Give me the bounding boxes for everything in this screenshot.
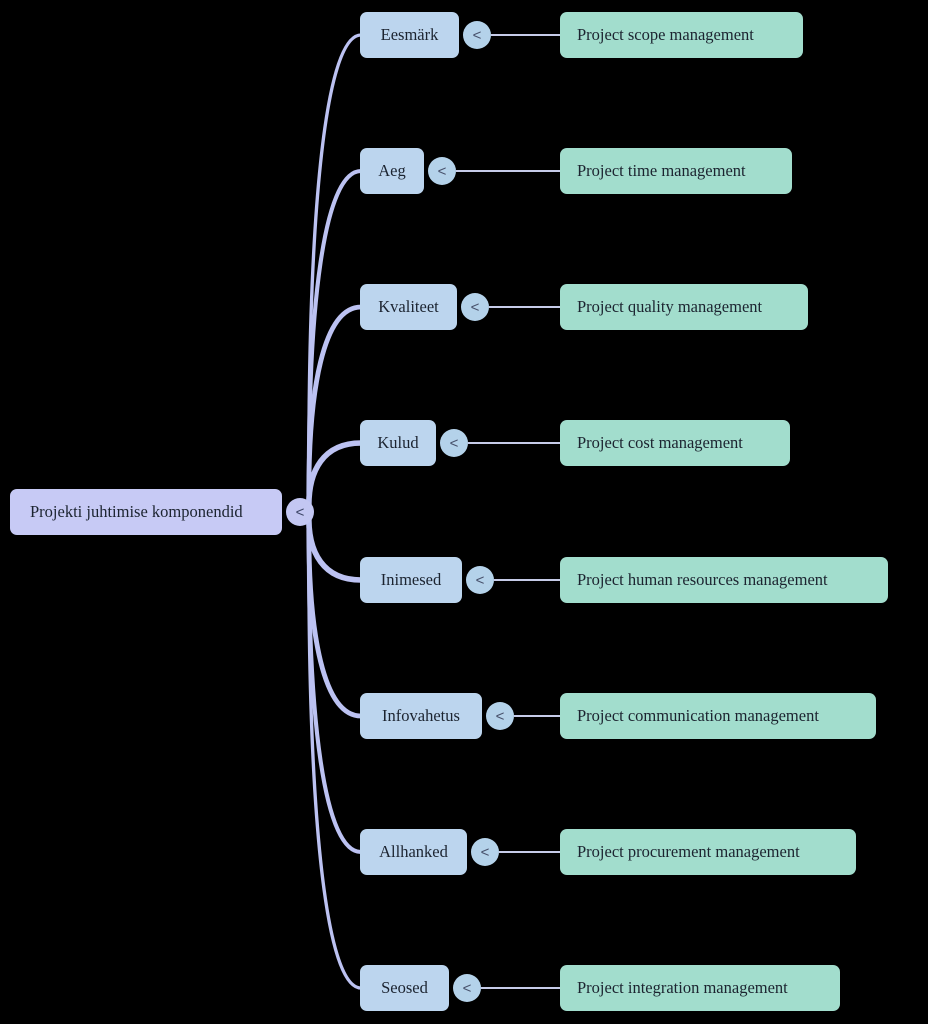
leaf-node[interactable]: Project human resources management bbox=[560, 557, 888, 603]
root-branch-edge bbox=[307, 510, 363, 990]
leaf-node[interactable]: Project time management bbox=[560, 148, 792, 194]
chevron-left-icon: < bbox=[295, 503, 305, 521]
branch-expand-marker[interactable]: < bbox=[471, 838, 499, 866]
root-branch-edge bbox=[306, 509, 364, 583]
leaf-node-label: Project time management bbox=[577, 160, 746, 180]
branch-node[interactable]: Inimesed bbox=[360, 557, 462, 603]
branch-expand-marker[interactable]: < bbox=[461, 293, 489, 321]
chevron-left-icon: < bbox=[472, 26, 482, 44]
branch-node-label: Seosed bbox=[381, 977, 428, 997]
branch-node-label: Kvaliteet bbox=[378, 296, 439, 316]
leaf-node-label: Project human resources management bbox=[577, 569, 828, 589]
leaf-node[interactable]: Project scope management bbox=[560, 12, 803, 58]
root-branch-edge bbox=[306, 440, 364, 515]
branch-expand-marker[interactable]: < bbox=[440, 429, 468, 457]
chevron-left-icon: < bbox=[470, 298, 480, 316]
root-branch-edge bbox=[306, 304, 364, 515]
root-branch-edge bbox=[306, 509, 364, 719]
root-expand-marker[interactable]: < bbox=[286, 498, 314, 526]
branch-node[interactable]: Eesmärk bbox=[360, 12, 459, 58]
branch-expand-marker[interactable]: < bbox=[466, 566, 494, 594]
root-branch-edge bbox=[306, 168, 364, 515]
branch-expand-marker[interactable]: < bbox=[463, 21, 491, 49]
branch-node-label: Inimesed bbox=[380, 569, 442, 589]
branch-node-label: Aeg bbox=[378, 160, 406, 180]
chevron-left-icon: < bbox=[437, 162, 447, 180]
branch-node[interactable]: Kulud bbox=[360, 420, 436, 466]
chevron-left-icon: < bbox=[480, 843, 490, 861]
root-branch-edge bbox=[307, 33, 363, 514]
chevron-left-icon: < bbox=[475, 571, 485, 589]
chevron-left-icon: < bbox=[449, 434, 459, 452]
leaf-node-label: Project quality management bbox=[577, 296, 763, 316]
branch-node[interactable]: Aeg bbox=[360, 148, 424, 194]
branch-node[interactable]: Seosed bbox=[360, 965, 449, 1011]
leaf-node-label: Project scope management bbox=[577, 24, 754, 44]
leaf-node[interactable]: Project quality management bbox=[560, 284, 808, 330]
branch-expand-marker[interactable]: < bbox=[453, 974, 481, 1002]
branch-expand-marker[interactable]: < bbox=[428, 157, 456, 185]
leaf-node-label: Project cost management bbox=[577, 432, 743, 452]
branch-expand-marker[interactable]: < bbox=[486, 702, 514, 730]
leaf-node-label: Project integration management bbox=[577, 977, 788, 997]
branch-node[interactable]: Allhanked bbox=[360, 829, 467, 875]
branch-node-label: Eesmärk bbox=[380, 24, 439, 44]
branch-node[interactable]: Infovahetus bbox=[360, 693, 482, 739]
chevron-left-icon: < bbox=[462, 979, 472, 997]
root-node-label: Projekti juhtimise komponendid bbox=[30, 501, 243, 521]
chevron-left-icon: < bbox=[495, 707, 505, 725]
branch-node[interactable]: Kvaliteet bbox=[360, 284, 457, 330]
leaf-node[interactable]: Project communication management bbox=[560, 693, 876, 739]
leaf-node-label: Project procurement management bbox=[577, 841, 800, 861]
root-branch-edge bbox=[306, 509, 364, 855]
leaf-node[interactable]: Project cost management bbox=[560, 420, 790, 466]
leaf-node-label: Project communication management bbox=[577, 705, 819, 725]
branch-node-label: Allhanked bbox=[379, 841, 448, 861]
root-node[interactable]: Projekti juhtimise komponendid bbox=[10, 489, 282, 535]
leaf-node[interactable]: Project procurement management bbox=[560, 829, 856, 875]
leaf-node[interactable]: Project integration management bbox=[560, 965, 840, 1011]
branch-node-label: Kulud bbox=[377, 432, 419, 452]
branch-node-label: Infovahetus bbox=[382, 705, 460, 725]
